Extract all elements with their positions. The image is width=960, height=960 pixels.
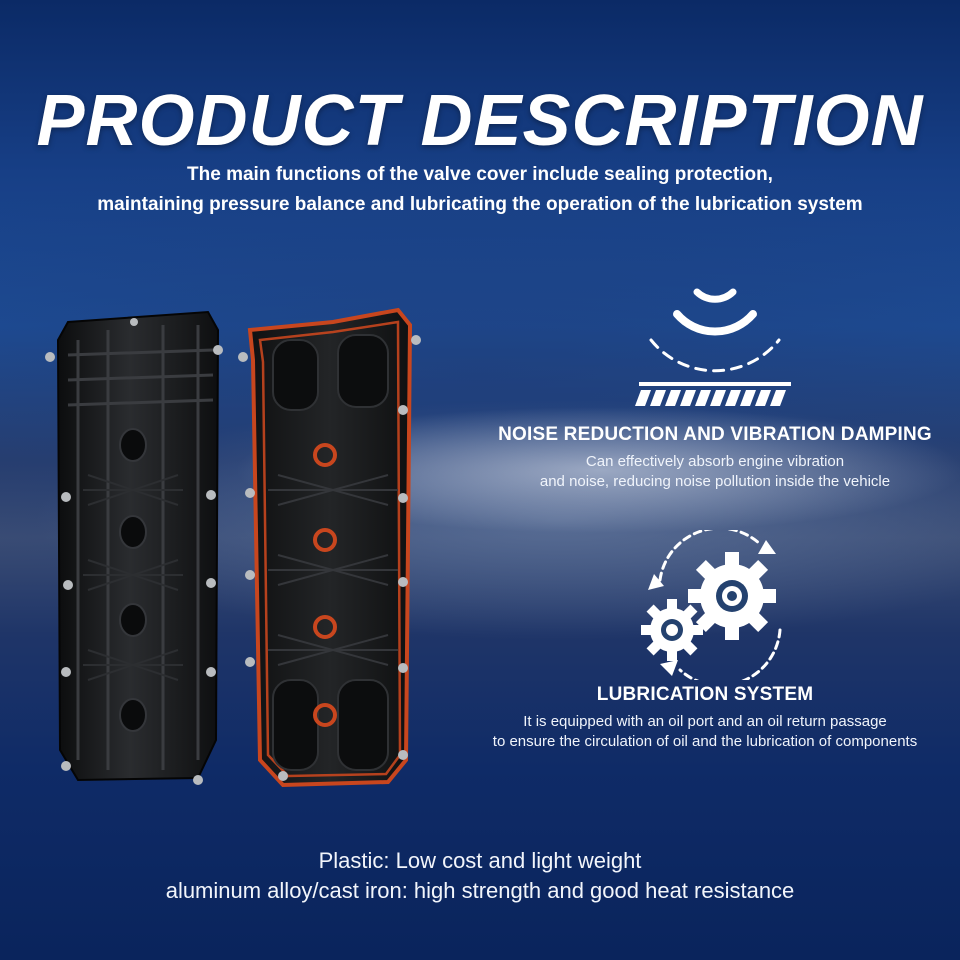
feature-desc-line-2: and noise, reducing noise pollution insi… [539,473,891,490]
material-notes: Plastic: Low cost and light weight alumi… [0,846,960,906]
feature-desc-line-1: It is equipped with an oil port and an o… [523,713,887,730]
feature-lubrication-system: LUBRICATION SYSTEM It is equipped with a… [450,530,960,752]
feature-description: Can effectively absorb engine vibration … [470,452,960,492]
valve-cover-images [45,307,421,788]
feature-description: It is equipped with an oil port and an o… [450,712,960,752]
material-line-1: Plastic: Low cost and light weight [318,848,642,873]
feature-title: LUBRICATION SYSTEM [596,684,814,705]
valve-cover-top-image [45,310,223,785]
material-line-2: aluminum alloy/cast iron: high strength … [165,878,795,903]
feature-desc-line-2: to ensure the circulation of oil and the… [492,733,918,750]
feature-noise-reduction: NOISE REDUCTION AND VIBRATION DAMPING Ca… [470,270,960,492]
page-subtitle: The main functions of the valve cover in… [0,160,960,220]
subtitle-line-2: maintaining pressure balance and lubrica… [97,194,863,215]
noise-damping-icon [635,288,791,406]
gears-cycle-icon [641,530,782,680]
feature-title: NOISE REDUCTION AND VIBRATION DAMPING [498,424,932,445]
page-title: PRODUCT DESCRIPTION [36,81,924,161]
valve-cover-underside-image [238,307,421,788]
feature-desc-line-1: Can effectively absorb engine vibration [585,453,845,470]
subtitle-line-1: The main functions of the valve cover in… [187,164,773,185]
